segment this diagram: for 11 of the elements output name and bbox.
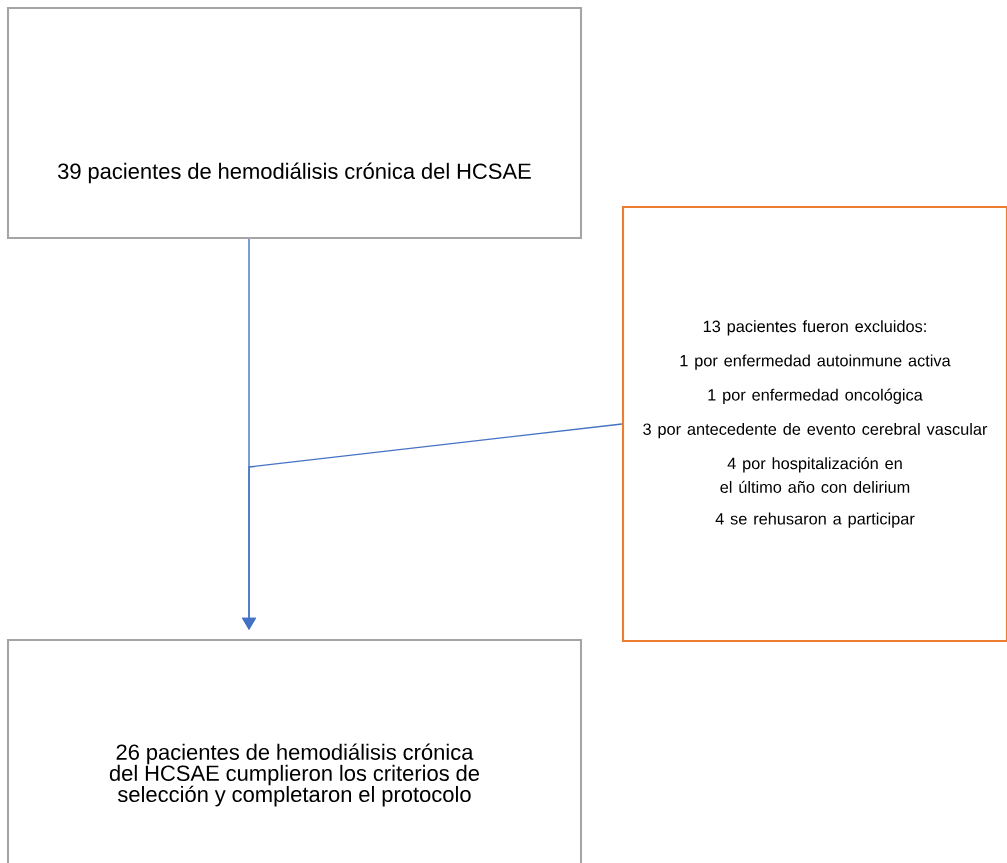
node-text: 4 por hospitalización en el último año con delirium [720, 457, 910, 493]
node-text: 3 por antecedente de evento cerebral vascular [643, 422, 988, 439]
node-text: 13 pacientes fueron excluidos: [703, 320, 926, 336]
node-text: 4 se rehusaron a participar [715, 512, 915, 528]
node-text: 39 pacientes de hemodiálisis crónica del HCSAE [58, 162, 531, 184]
node-text: 1 por enfermedad autoinmune activa [680, 354, 951, 370]
node-text: 1 por enfermedad oncológica [708, 388, 923, 404]
process-box [6, 6, 583, 240]
note-box [621, 205, 1007, 643]
process-box [6, 638, 583, 863]
node-text: 26 pacientes de hemodiálisis crónica del HCSAE cumplieron los criterios de selección y completaron el protocolo [109, 743, 479, 807]
